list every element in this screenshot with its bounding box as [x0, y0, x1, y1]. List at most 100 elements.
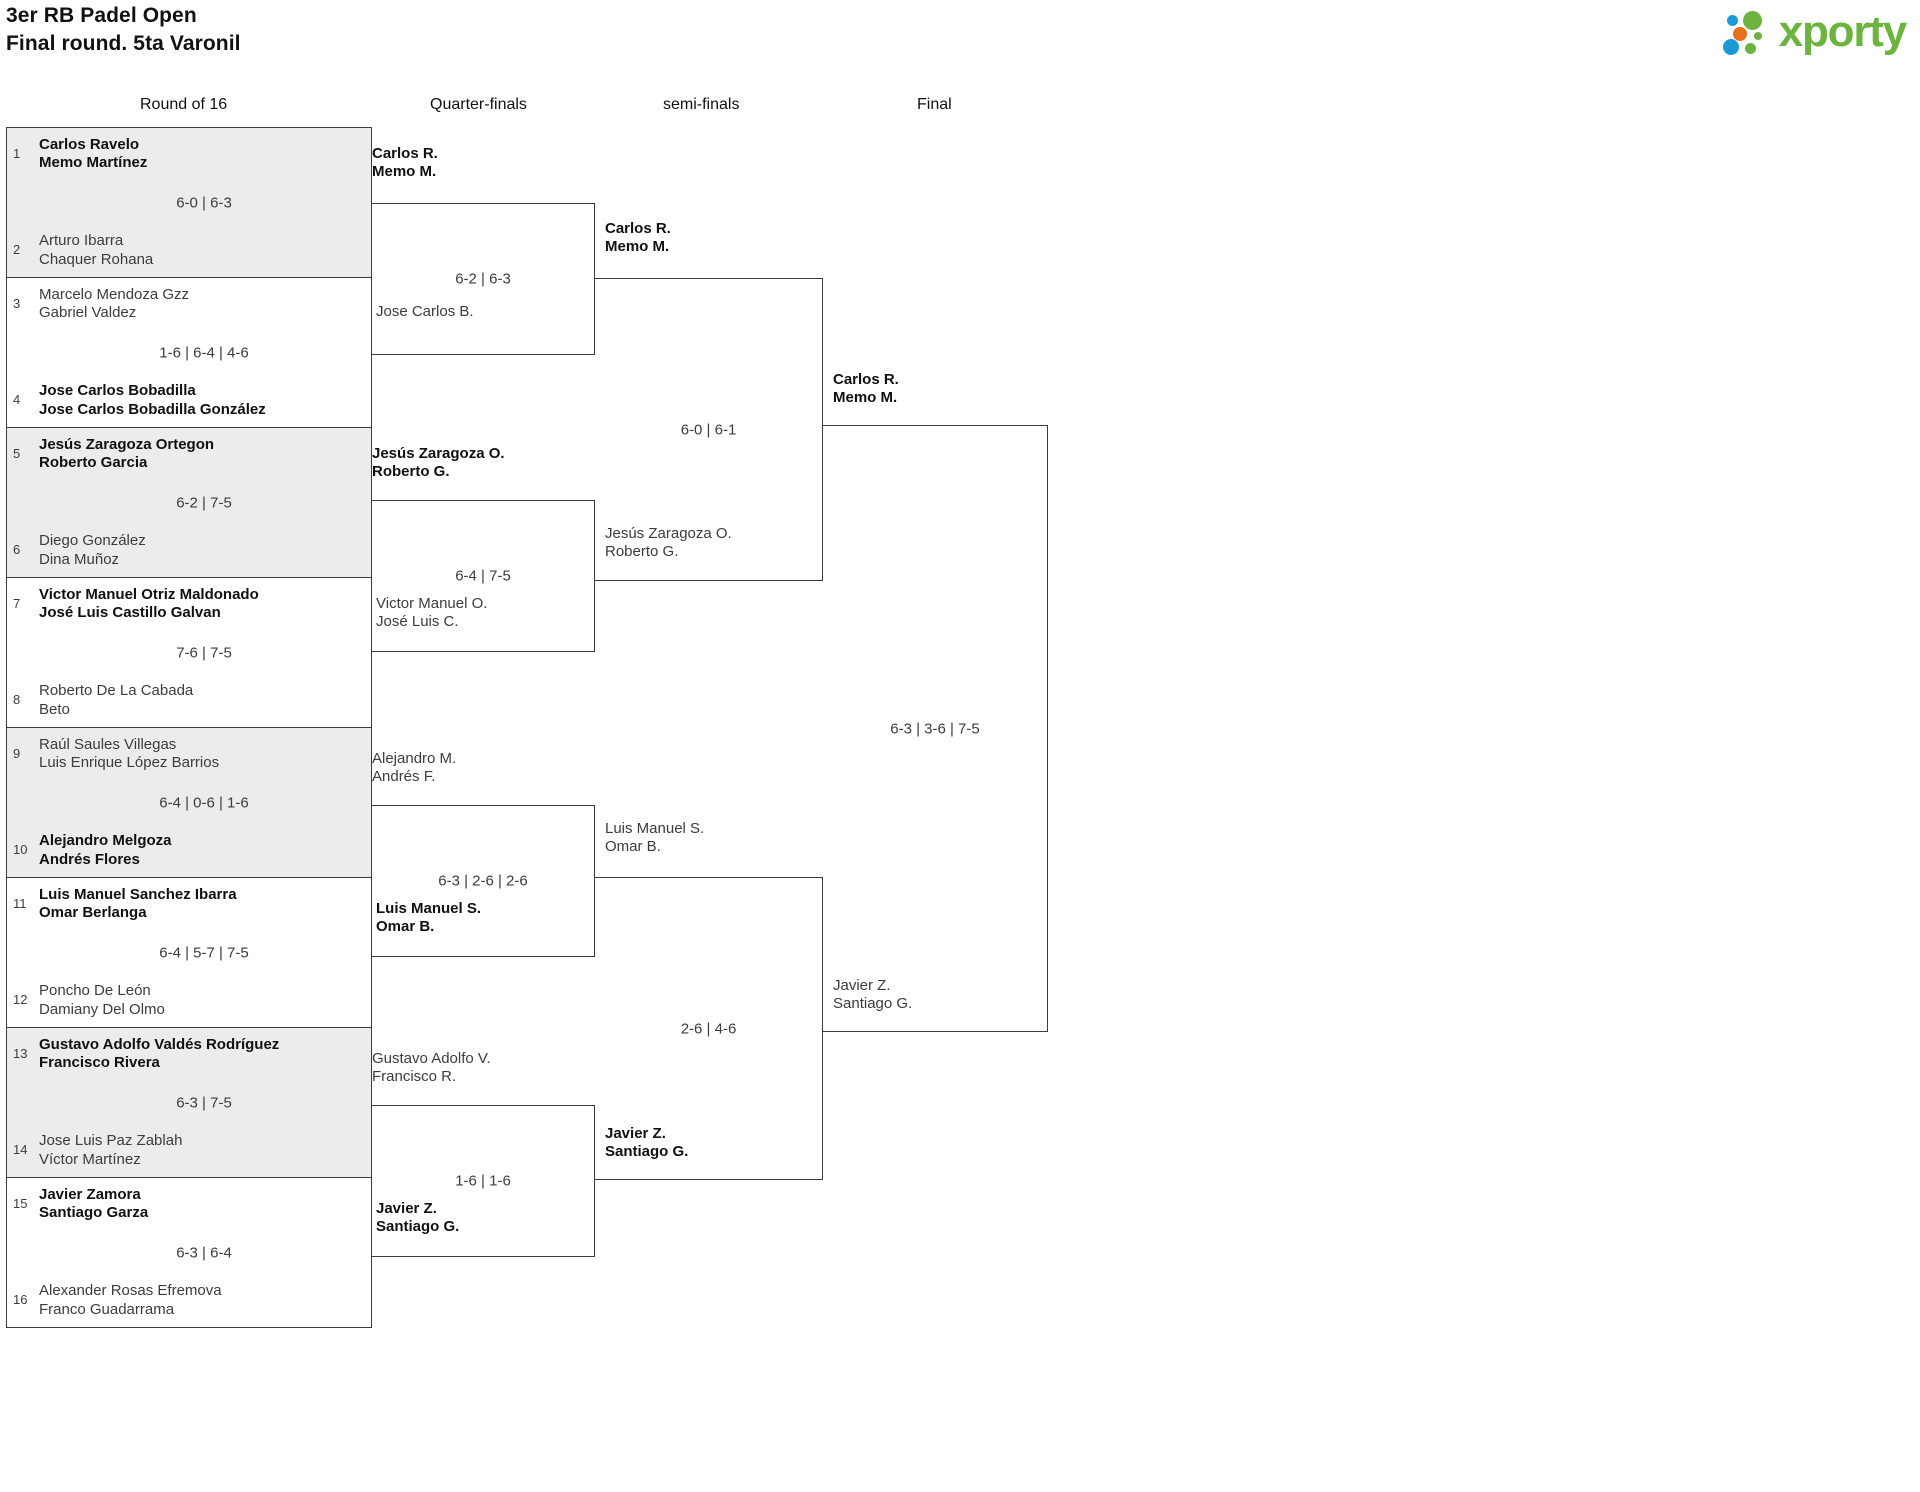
player-1: Jesús Zaragoza Ortegon [39, 436, 215, 453]
player-1: Javier Z. [833, 977, 891, 994]
final-match[interactable]: 6-3 | 3-6 | 7-5 [823, 425, 1048, 1032]
sf-1-bottom-team[interactable]: Jesús Zaragoza O. Roberto G. [605, 525, 732, 562]
seed-number: 11 [13, 896, 27, 911]
title-line-1: 3er RB Padel Open [6, 4, 197, 27]
r16-match-7[interactable]: 13 Gustavo Adolfo Valdés Rodríguez Franc… [7, 1028, 371, 1178]
r16-team-seed-9[interactable]: 9 Raúl Saules Villegas Luis Enrique Lópe… [7, 736, 363, 773]
player-1: Raúl Saules Villegas [39, 736, 177, 753]
r16-team-seed-11[interactable]: 11 Luis Manuel Sanchez Ibarra Omar Berla… [7, 886, 363, 923]
seed-number: 1 [13, 146, 21, 161]
r16-team-seed-16[interactable]: 16 Alexander Rosas Efremova Franco Guada… [7, 1282, 363, 1319]
qf-2-bottom-team[interactable]: Victor Manuel O. José Luis C. [376, 595, 487, 632]
team-names: Javier Zamora Santiago Garza [39, 1186, 148, 1223]
team-names: Roberto De La Cabada Beto [39, 682, 193, 719]
player-1: Javier Z. [605, 1125, 666, 1142]
r16-match-6[interactable]: 11 Luis Manuel Sanchez Ibarra Omar Berla… [7, 878, 371, 1028]
qf-1-bottom-team[interactable]: Jose Carlos B. [376, 303, 474, 321]
player-2: Luis Enrique López Barrios [39, 754, 220, 772]
seed-number: 5 [13, 446, 21, 461]
seed-number: 9 [13, 746, 21, 761]
player-1: Javier Z. [376, 1200, 437, 1217]
seed-number: 13 [13, 1046, 28, 1061]
player-2: Santiago G. [833, 995, 913, 1013]
sf-1-top-team[interactable]: Carlos R. Memo M. [605, 220, 671, 257]
qf-match-4[interactable]: 1-6 | 1-6 [372, 1105, 595, 1257]
r16-team-seed-2[interactable]: 2 Arturo Ibarra Chaquer Rohana [7, 232, 363, 269]
sf-match-1[interactable]: 6-0 | 6-1 [595, 278, 823, 581]
xporty-logo[interactable]: xporty [1719, 7, 1907, 61]
r16-match-3[interactable]: 5 Jesús Zaragoza Ortegon Roberto Garcia … [7, 428, 371, 578]
player-1: Victor Manuel Otriz Maldonado [39, 586, 259, 603]
qf-1-top-team[interactable]: Carlos R. Memo M. [372, 145, 438, 182]
final-bottom-team[interactable]: Javier Z. Santiago G. [833, 977, 912, 1014]
player-2: Gabriel Valdez [39, 304, 137, 322]
r16-team-seed-14[interactable]: 14 Jose Luis Paz Zablah Víctor Martínez [7, 1132, 363, 1169]
r16-team-seed-3[interactable]: 3 Marcelo Mendoza Gzz Gabriel Valdez [7, 286, 363, 323]
match-score: 6-3 | 7-5 [176, 1094, 232, 1111]
seed-number: 14 [13, 1142, 28, 1158]
sf-2-top-team[interactable]: Luis Manuel S. Omar B. [605, 820, 704, 857]
sf-match-2[interactable]: 2-6 | 4-6 [595, 877, 823, 1180]
r16-team-seed-1[interactable]: 1 Carlos Ravelo Memo Martínez [7, 136, 363, 173]
sf-2-bottom-team[interactable]: Javier Z. Santiago G. [605, 1125, 688, 1162]
player-2: Memo M. [833, 389, 898, 407]
round-of-16-column: 1 Carlos Ravelo Memo Martínez 6-0 | 6-3 … [6, 127, 372, 1328]
title-line-2: Final round. 5ta Varonil [6, 31, 241, 55]
player-2: Omar B. [376, 918, 435, 936]
player-1: Luis Manuel Sanchez Ibarra [39, 886, 237, 903]
match-score: 6-3 | 2-6 | 2-6 [438, 872, 528, 890]
match-score: 6-4 | 0-6 | 1-6 [159, 794, 249, 811]
seed-number: 3 [13, 296, 21, 311]
round-header-final: Final [917, 96, 952, 113]
qf-4-top-team[interactable]: Gustavo Adolfo V. Francisco R. [372, 1050, 491, 1087]
round-header-round-of-16: Round of 16 [140, 96, 228, 113]
r16-match-5[interactable]: 9 Raúl Saules Villegas Luis Enrique Lópe… [7, 728, 371, 878]
player-1: Luis Manuel S. [376, 900, 482, 917]
player-2: Santiago Garza [39, 1204, 149, 1222]
qf-2-top-team[interactable]: Jesús Zaragoza O. Roberto G. [372, 445, 505, 482]
player-2: Roberto G. [372, 463, 450, 481]
seed-number: 10 [13, 842, 28, 858]
player-1: Diego González [39, 532, 146, 550]
team-names: Victor Manuel Otriz Maldonado José Luis … [39, 586, 259, 623]
r16-team-seed-8[interactable]: 8 Roberto De La Cabada Beto [7, 682, 363, 719]
final-top-team[interactable]: Carlos R. Memo M. [833, 371, 899, 408]
qf-4-bottom-team[interactable]: Javier Z. Santiago G. [376, 1200, 459, 1237]
player-1: Arturo Ibarra [39, 232, 124, 250]
r16-team-seed-7[interactable]: 7 Victor Manuel Otriz Maldonado José Lui… [7, 586, 363, 623]
player-1: Carlos Ravelo [39, 136, 140, 153]
r16-match-2[interactable]: 3 Marcelo Mendoza Gzz Gabriel Valdez 1-6… [7, 278, 371, 428]
player-2: Víctor Martínez [39, 1150, 141, 1168]
player-1: Jose Carlos Bobadilla [39, 382, 196, 400]
r16-team-seed-4[interactable]: 4 Jose Carlos Bobadilla Jose Carlos Boba… [7, 382, 363, 419]
player-2: Francisco Rivera [39, 1054, 160, 1072]
player-2: Memo Martínez [39, 154, 148, 172]
r16-team-seed-13[interactable]: 13 Gustavo Adolfo Valdés Rodríguez Franc… [7, 1036, 363, 1073]
r16-team-seed-12[interactable]: 12 Poncho De León Damiany Del Olmo [7, 982, 363, 1019]
seed-number: 15 [13, 1196, 28, 1211]
r16-match-8[interactable]: 15 Javier Zamora Santiago Garza 6-3 | 6-… [7, 1178, 371, 1328]
player-1: Victor Manuel O. [376, 595, 488, 612]
r16-match-1[interactable]: 1 Carlos Ravelo Memo Martínez 6-0 | 6-3 … [7, 128, 371, 278]
r16-team-seed-5[interactable]: 5 Jesús Zaragoza Ortegon Roberto Garcia [7, 436, 363, 473]
qf-match-2[interactable]: 6-4 | 7-5 [372, 500, 595, 652]
player-2: Jose Carlos Bobadilla González [39, 400, 266, 418]
player-2: Chaquer Rohana [39, 250, 154, 268]
r16-team-seed-15[interactable]: 15 Javier Zamora Santiago Garza [7, 1186, 363, 1223]
player-2: Andrés Flores [39, 850, 140, 868]
r16-team-seed-6[interactable]: 6 Diego González Dina Muñoz [7, 532, 363, 569]
player-2: Franco Guadarrama [39, 1300, 175, 1318]
team-names: Jose Luis Paz Zablah Víctor Martínez [39, 1132, 182, 1169]
qf-match-1[interactable]: 6-2 | 6-3 [372, 203, 595, 355]
seed-number: 4 [13, 392, 21, 408]
player-1: Carlos R. [372, 145, 438, 162]
player-2: Francisco R. [372, 1068, 457, 1086]
team-names: Marcelo Mendoza Gzz Gabriel Valdez [39, 286, 189, 323]
qf-match-3[interactable]: 6-3 | 2-6 | 2-6 [372, 805, 595, 957]
qf-3-bottom-team[interactable]: Luis Manuel S. Omar B. [376, 900, 481, 937]
match-score: 6-3 | 6-4 [176, 1244, 232, 1261]
r16-team-seed-10[interactable]: 10 Alejandro Melgoza Andrés Flores [7, 832, 363, 869]
qf-3-top-team[interactable]: Alejandro M. Andrés F. [372, 750, 456, 787]
r16-match-4[interactable]: 7 Victor Manuel Otriz Maldonado José Lui… [7, 578, 371, 728]
player-1: Jesús Zaragoza O. [605, 525, 732, 542]
